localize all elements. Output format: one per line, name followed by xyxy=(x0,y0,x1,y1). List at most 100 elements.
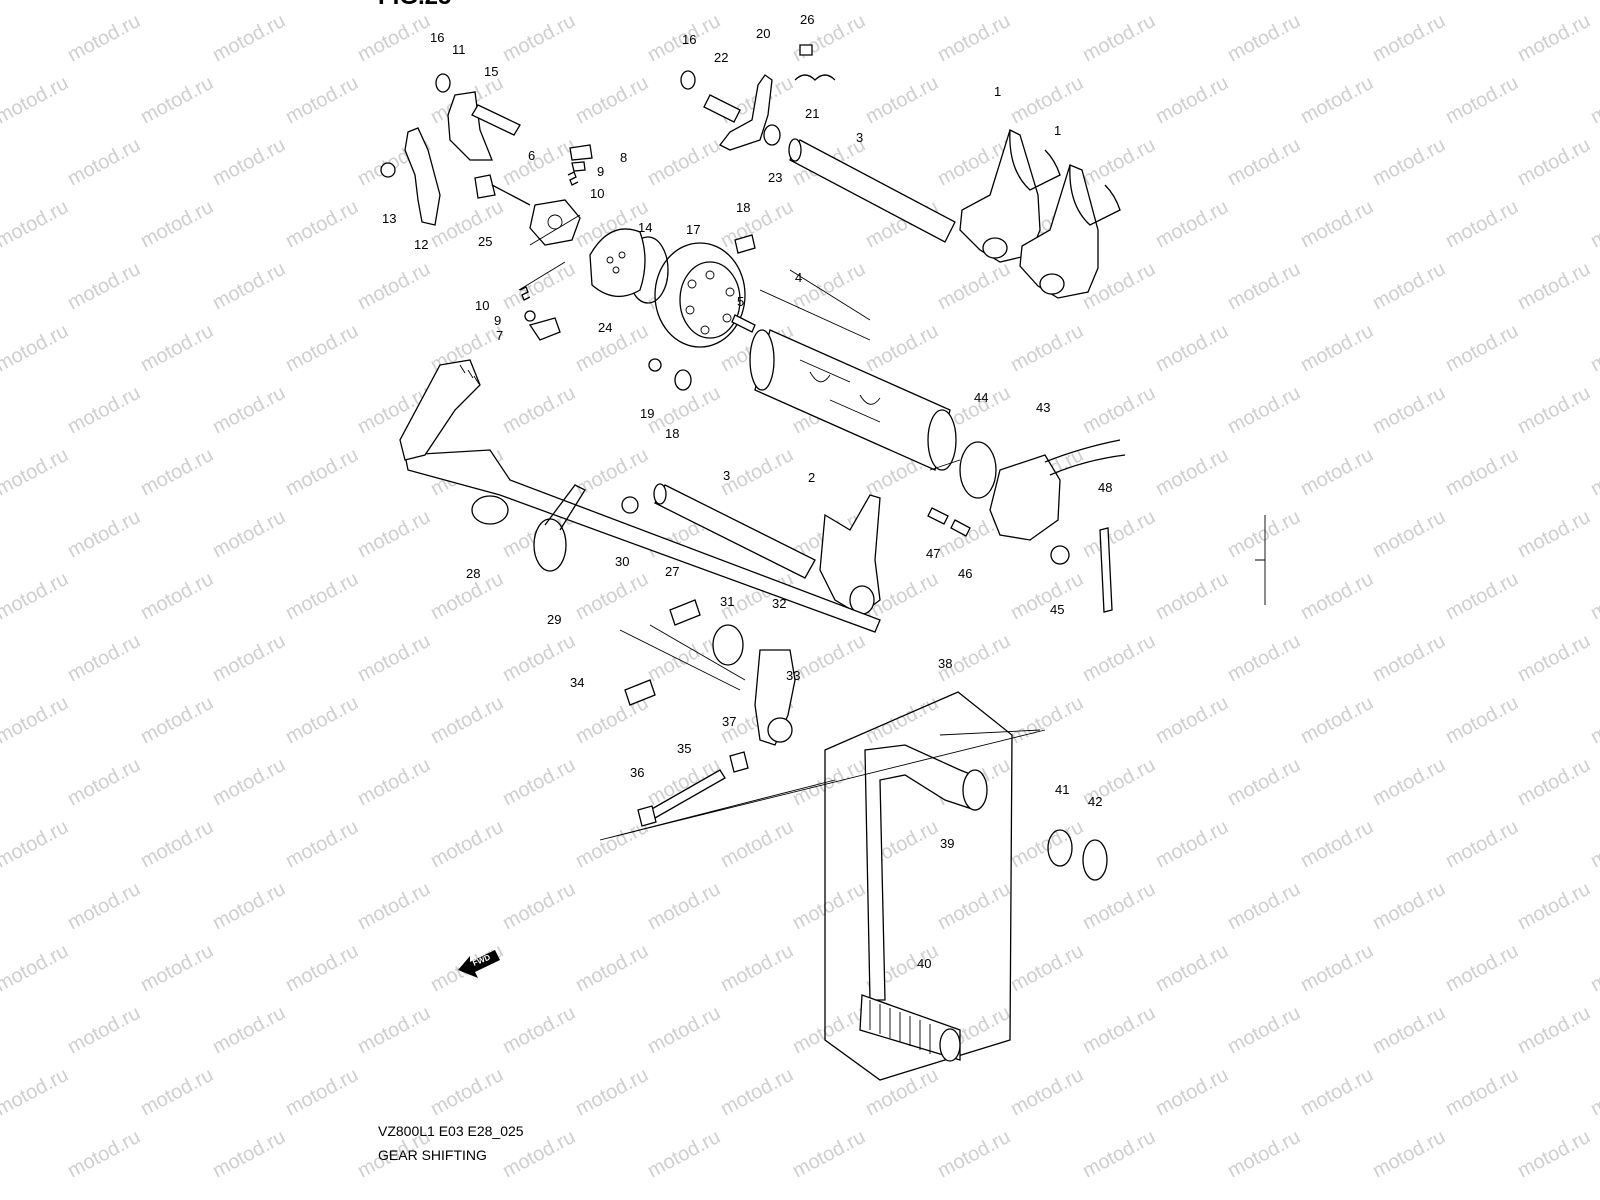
pin-9b xyxy=(524,310,536,322)
callout-19: 19 xyxy=(640,406,654,421)
watermark-text: motod.ru xyxy=(1514,10,1594,66)
pawl-7 xyxy=(528,317,561,341)
watermark-text: motod.ru xyxy=(1079,1002,1159,1058)
pin-46 xyxy=(950,519,971,537)
watermark-text: motod.ru xyxy=(1007,692,1087,748)
watermark-text: motod.ru xyxy=(209,1002,289,1058)
watermark-text: motod.ru xyxy=(934,1126,1014,1182)
watermark-text: motod.ru xyxy=(209,10,289,66)
watermark-text: motod.ru xyxy=(1369,1126,1449,1182)
watermark-text: motod.ru xyxy=(1007,940,1087,996)
callout-4: 4 xyxy=(795,270,802,285)
stopper-plate xyxy=(447,91,493,161)
callout-16b: 16 xyxy=(682,32,696,47)
watermark-text: motod.ru xyxy=(1079,506,1159,562)
spring-10b xyxy=(519,286,531,301)
watermark-text: motod.ru xyxy=(717,0,797,4)
watermark-text: motod.ru xyxy=(1224,10,1304,66)
callout-42: 42 xyxy=(1088,794,1102,809)
cam-stopper xyxy=(529,199,581,246)
watermark-text: motod.ru xyxy=(1152,1064,1232,1120)
watermark-text: motod.ru xyxy=(1152,692,1232,748)
callout-27: 27 xyxy=(665,564,679,579)
watermark-text: motod.ru xyxy=(1079,878,1159,934)
watermark-text: motod.ru xyxy=(1079,134,1159,190)
bolt-30 xyxy=(621,496,639,514)
callout-18b: 18 xyxy=(665,426,679,441)
screw-13 xyxy=(380,162,396,178)
watermark-text: motod.ru xyxy=(789,1126,869,1182)
watermark-text: motod.ru xyxy=(0,568,72,624)
washer-18b xyxy=(674,369,692,391)
watermark-text: motod.ru xyxy=(1369,754,1449,810)
nut-37 xyxy=(729,751,749,773)
watermark-text: motod.ru xyxy=(934,10,1014,66)
watermark-text: motod.ru xyxy=(1587,940,1600,996)
watermark-text: motod.ru xyxy=(64,134,144,190)
watermark-text: motod.ru xyxy=(1442,72,1522,128)
callout-47: 47 xyxy=(926,546,940,561)
watermark-text: motod.ru xyxy=(862,0,942,4)
callout-5: 5 xyxy=(737,294,744,309)
watermark-text: motod.ru xyxy=(282,196,362,252)
watermark-text: motod.ru xyxy=(1587,1064,1600,1120)
spring-47 xyxy=(927,507,949,525)
callout-43: 43 xyxy=(1036,400,1050,415)
callout-9a: 9 xyxy=(597,164,604,179)
watermark-text: motod.ru xyxy=(1152,940,1232,996)
gearshift-shaft xyxy=(399,359,881,633)
watermark-text: motod.ru xyxy=(1514,878,1594,934)
watermark-text: motod.ru xyxy=(1587,320,1600,376)
nut-36 xyxy=(637,805,657,827)
watermark-text: motod.ru xyxy=(862,1064,942,1120)
watermark-text: motod.ru xyxy=(1514,134,1594,190)
watermark-text: motod.ru xyxy=(789,878,869,934)
watermark-text: motod.ru xyxy=(1514,506,1594,562)
watermark-text: motod.ru xyxy=(137,196,217,252)
watermark-text: motod.ru xyxy=(717,816,797,872)
watermark-text: motod.ru xyxy=(1587,72,1600,128)
fwd-arrow-icon: FWD xyxy=(458,950,500,978)
watermark-text: motod.ru xyxy=(1152,72,1232,128)
watermark-text: motod.ru xyxy=(354,754,434,810)
circlip-42 xyxy=(1082,839,1108,881)
callout-33: 33 xyxy=(786,668,800,683)
watermark-text: motod.ru xyxy=(499,382,579,438)
watermark-text: motod.ru xyxy=(1224,382,1304,438)
watermark-text: motod.ru xyxy=(282,1064,362,1120)
watermark-text: motod.ru xyxy=(644,878,724,934)
watermark-text: motod.ru xyxy=(1297,320,1377,376)
watermark-text: motod.ru xyxy=(354,630,434,686)
stopper-arm xyxy=(404,127,441,226)
watermark-text: motod.ru xyxy=(789,754,869,810)
watermark-text: motod.ru xyxy=(354,258,434,314)
callout-26: 26 xyxy=(800,12,814,27)
watermark-text: motod.ru xyxy=(1442,568,1522,624)
leader-lines xyxy=(518,214,1046,841)
bolt-45 xyxy=(1050,545,1070,565)
callout-16a: 16 xyxy=(430,30,444,45)
callout-18a: 18 xyxy=(736,200,750,215)
gearshift-arm xyxy=(754,649,796,746)
pin-22 xyxy=(703,94,741,123)
watermark-text: motod.ru xyxy=(1369,258,1449,314)
callout-29: 29 xyxy=(547,612,561,627)
watermark-text: motod.ru xyxy=(1369,878,1449,934)
gearshift-cam xyxy=(749,329,957,471)
watermark-text: motod.ru xyxy=(1297,444,1377,500)
watermark-text: motod.ru xyxy=(209,1126,289,1182)
callout-8: 8 xyxy=(620,150,627,165)
watermark-text: motod.ru xyxy=(1587,568,1600,624)
watermark-text: motod.ru xyxy=(1152,568,1232,624)
shift-fork-2 xyxy=(819,494,881,616)
watermark-text: motod.ru xyxy=(0,692,72,748)
watermark-text: motod.ru xyxy=(1079,630,1159,686)
watermark-text: motod.ru xyxy=(1297,0,1377,4)
watermark-text: motod.ru xyxy=(1079,1126,1159,1182)
callout-41: 41 xyxy=(1055,782,1069,797)
callout-12: 12 xyxy=(414,237,428,252)
watermark-text: motod.ru xyxy=(1587,444,1600,500)
watermark-text: motod.ru xyxy=(1079,10,1159,66)
callout-21: 21 xyxy=(805,106,819,121)
